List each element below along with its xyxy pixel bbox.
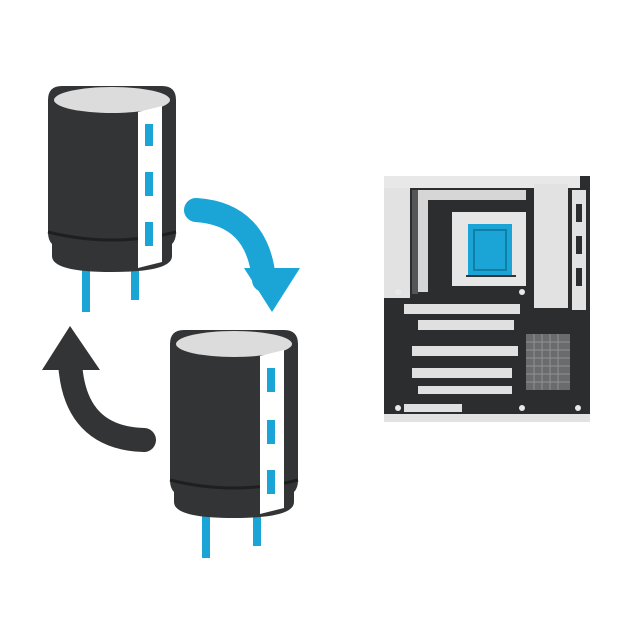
motherboard	[384, 176, 590, 422]
capacitor-lead	[202, 508, 210, 558]
motherboard-io-cover	[384, 176, 410, 298]
arrow-up-icon	[42, 326, 156, 452]
capacitor-lead	[82, 268, 90, 312]
capacitor-new	[169, 330, 299, 558]
pcie-slots	[404, 304, 520, 412]
cpu-socket	[468, 224, 512, 276]
capacitor-top	[54, 87, 170, 113]
capacitor-old	[47, 86, 177, 312]
dimm-slots	[534, 184, 568, 308]
capacitor-lead	[131, 268, 139, 300]
capacitor-lead	[253, 508, 261, 546]
capacitor-top	[176, 331, 292, 357]
chipset-heatsink	[526, 334, 570, 390]
arrow-down-icon	[184, 198, 300, 312]
